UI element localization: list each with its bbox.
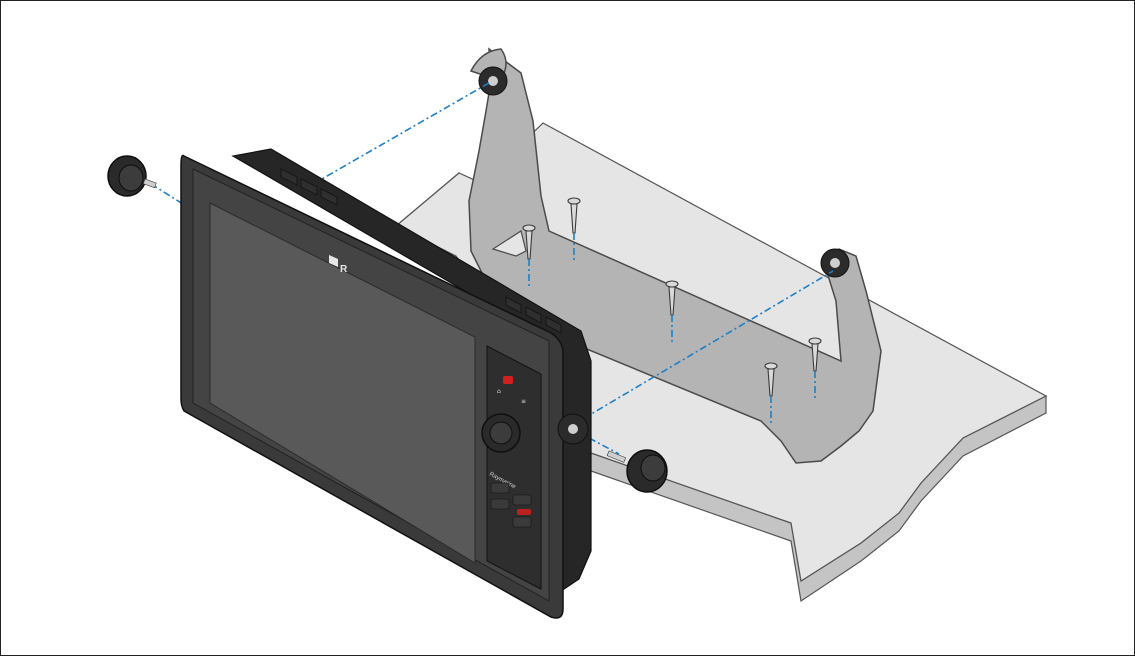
- display-ratchet-hub: [568, 424, 578, 434]
- guide-top-knob: [300, 82, 490, 192]
- screw-3: [665, 280, 679, 316]
- screws: [522, 197, 822, 397]
- waypoint-key: [517, 509, 531, 515]
- key-4: [512, 516, 532, 528]
- bracket-inner-cutout: [491, 230, 527, 257]
- screw-4: [808, 337, 822, 372]
- logo-letter: R: [340, 264, 348, 275]
- bracket-body: [468, 47, 882, 464]
- rotary-controller-cap: [489, 421, 513, 445]
- power-key: [503, 376, 513, 384]
- screw-2: [522, 224, 536, 260]
- screw-1: [567, 197, 581, 234]
- knob-left-shaft: [142, 178, 157, 189]
- device-logo: R: [329, 255, 348, 275]
- key-3: [490, 498, 510, 510]
- vent-fins: [280, 168, 562, 334]
- alignment-guides: [150, 82, 834, 455]
- display-screen: [209, 202, 476, 564]
- guide-right-ratchet: [570, 270, 834, 427]
- knob-right-shaft: [606, 450, 627, 463]
- guide-left-knob: [150, 183, 184, 205]
- menu-key-glyph: ≡: [521, 398, 526, 405]
- bracket-ratchet-top-hub: [488, 76, 498, 86]
- display-unit: R ⌂ ≡ Raymarine: [180, 148, 592, 619]
- mounting-bracket: [468, 47, 882, 464]
- logo-mark: [329, 255, 338, 267]
- keypad: ⌂ ≡ Raymarine: [481, 345, 542, 590]
- knob-left-face: [118, 164, 144, 192]
- guide-right-knob: [575, 430, 620, 455]
- home-key-glyph: ⌂: [497, 388, 501, 395]
- key-1: [490, 482, 510, 494]
- knob-right-face: [640, 454, 666, 482]
- knob-left: [107, 155, 157, 197]
- screw-5: [764, 362, 778, 397]
- bracket-ratchet-right-hub: [830, 258, 840, 268]
- knob-right: [606, 449, 668, 493]
- keypad-panel: [486, 345, 542, 590]
- key-2: [512, 494, 532, 506]
- display-side: [231, 148, 592, 593]
